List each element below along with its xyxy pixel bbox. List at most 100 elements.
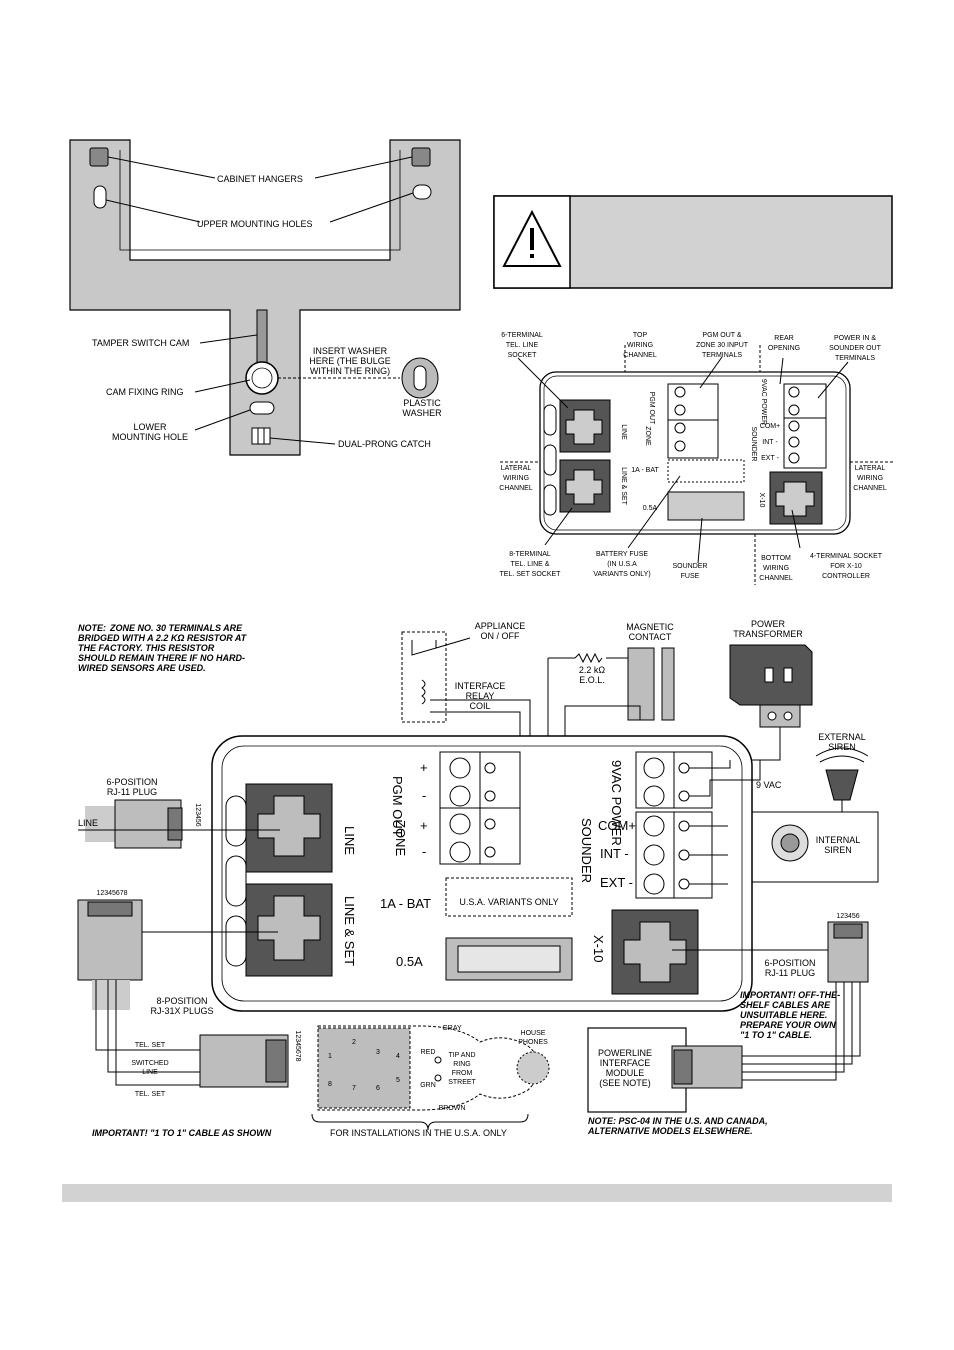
lbl-tel-line-2: TEL. LINE bbox=[506, 342, 539, 349]
lbl-power-term-1: POWER IN & bbox=[834, 335, 876, 342]
note-line-5: WIRED SENSORS ARE USED. bbox=[78, 663, 206, 673]
pgm-out-label: PGM OUT bbox=[390, 776, 405, 837]
label-upper-holes: UPPER MOUNTING HOLES bbox=[197, 219, 313, 229]
tip-4: STREET bbox=[448, 1079, 476, 1086]
wiring-diagram: NOTE: ZONE NO. 30 TERMINALS ARE BRIDGED … bbox=[77, 619, 879, 1138]
lbl-top-ch-3: CHANNEL bbox=[623, 352, 657, 359]
int-siren-2: SIREN bbox=[824, 845, 852, 855]
lbl-bot-ch-2: WIRING bbox=[763, 565, 789, 572]
label-insert-washer-2: HERE (THE BULGE bbox=[309, 356, 391, 366]
lbl-lat-l-3: CHANNEL bbox=[499, 485, 533, 492]
rj11r-1: 6-POSITION bbox=[764, 958, 815, 968]
magnetic-1: MAGNETIC bbox=[626, 622, 674, 632]
magnetic-2: CONTACT bbox=[629, 632, 672, 642]
label-insert-washer-1: INSERT WASHER bbox=[313, 346, 388, 356]
small-pgm-out: PGM OUT bbox=[648, 392, 655, 425]
rj11r-2: RJ-11 PLUG bbox=[765, 968, 815, 978]
usa-fuse-holder bbox=[445, 877, 573, 917]
module-2: INTERFACE bbox=[600, 1058, 651, 1068]
int-siren-1: INTERNAL bbox=[816, 835, 861, 845]
hanger-left bbox=[89, 147, 109, 167]
relay-2: RELAY bbox=[466, 691, 495, 701]
rj31x-2: RJ-31X PLUGS bbox=[150, 1006, 213, 1016]
offshelf-1: IMPORTANT! OFF-THE- bbox=[740, 990, 840, 1000]
resistor bbox=[574, 652, 603, 664]
lbl-x10-3: CONTROLLER bbox=[822, 573, 870, 580]
sounder-label: SOUNDER bbox=[579, 818, 594, 883]
jack-7: 7 bbox=[352, 1085, 356, 1092]
offshelf-3: UNSUITABLE HERE. bbox=[740, 1010, 827, 1020]
int-label: INT - bbox=[600, 846, 629, 861]
note-line-1: ZONE NO. 30 TERMINALS ARE bbox=[109, 623, 243, 633]
transformer-1: POWER bbox=[751, 619, 786, 629]
hanger-right bbox=[411, 147, 431, 167]
upper-hole-right bbox=[412, 184, 432, 200]
small-ext: EXT - bbox=[761, 455, 779, 462]
lbl-lat-r-1: LATERAL bbox=[855, 465, 886, 472]
transformer-2: TRANSFORMER bbox=[733, 629, 803, 639]
switched-2: LINE bbox=[142, 1069, 158, 1076]
rj11-line: LINE bbox=[78, 818, 98, 828]
rj11-pins-right: 123456 bbox=[836, 913, 859, 920]
offshelf-2: SHELF CABLES ARE bbox=[740, 1000, 831, 1010]
small-fuse: 0.5A bbox=[643, 505, 658, 512]
lbl-rear-2: OPENING bbox=[768, 345, 800, 352]
lbl-bot-ch-3: CHANNEL bbox=[759, 575, 793, 582]
lbl-pgm-term-1: PGM OUT & bbox=[702, 332, 741, 339]
tip-2: RING bbox=[453, 1061, 471, 1068]
grn-label: GRN bbox=[420, 1082, 436, 1089]
label-lower-hole-2: MOUNTING HOLE bbox=[112, 432, 188, 442]
tel-set-2: TEL. SET bbox=[135, 1091, 166, 1098]
small-line: LINE bbox=[620, 424, 627, 440]
lbl-bat-fuse-1: BATTERY FUSE bbox=[596, 551, 648, 558]
rj11-pins: 123456 bbox=[194, 803, 201, 826]
tip-1: TIP AND bbox=[448, 1052, 475, 1059]
magnetic-contact bbox=[627, 647, 655, 721]
warning-box bbox=[493, 195, 893, 289]
rj11-1: 6-POSITION bbox=[106, 777, 157, 787]
rj31x-1: 8-POSITION bbox=[156, 996, 207, 1006]
label-dual-prong: DUAL-PRONG CATCH bbox=[338, 439, 431, 449]
bat-label: 1A - BAT bbox=[380, 896, 431, 911]
small-vac-power: 9VAC POWER bbox=[760, 379, 767, 425]
jack-3: 3 bbox=[376, 1049, 380, 1056]
ext-siren-2: SIREN bbox=[828, 742, 856, 752]
small-x10: X-10 bbox=[758, 493, 765, 508]
label-tamper-cam: TAMPER SWITCH CAM bbox=[92, 338, 189, 348]
lbl-x10-1: 4-TERMINAL SOCKET bbox=[810, 553, 883, 560]
label-cam-ring: CAM FIXING RING bbox=[106, 387, 184, 397]
fuse-label: 0.5A bbox=[396, 954, 423, 969]
gray-label: GRAY bbox=[442, 1025, 462, 1032]
powerline-module bbox=[587, 1027, 687, 1113]
vac-label: 9 VAC bbox=[756, 780, 782, 790]
label-plastic-washer-1: PLASTIC bbox=[403, 398, 441, 408]
small-zone: ZONE bbox=[644, 426, 651, 446]
note-line-2: BRIDGED WITH A 2.2 KΩ RESISTOR AT bbox=[78, 633, 248, 643]
relay-1: INTERFACE bbox=[455, 681, 506, 691]
lbl-snd-fuse-1: SOUNDER bbox=[672, 563, 707, 570]
important-cable: IMPORTANT! "1 TO 1" CABLE AS SHOWN bbox=[92, 1128, 272, 1138]
upper-hole-left bbox=[93, 185, 107, 209]
zone-minus: - bbox=[422, 844, 426, 859]
board-overview: PGM OUT ZONE LINE LINE & SET 1A - BAT 0.… bbox=[499, 332, 895, 585]
main-line-label: LINE bbox=[342, 826, 357, 855]
house-2: PHONES bbox=[518, 1039, 548, 1046]
relay-box bbox=[401, 631, 447, 723]
dual-prong-catch bbox=[251, 427, 271, 445]
note-line-4: SHOULD REMAIN THERE IF NO HARD- bbox=[78, 653, 245, 663]
lbl-bat-fuse-3: VARIANTS ONLY) bbox=[593, 571, 650, 578]
lower-mounting-hole bbox=[249, 401, 275, 415]
zone-plus: + bbox=[420, 818, 428, 833]
relay-3: COIL bbox=[469, 701, 490, 711]
module-3: MODULE bbox=[606, 1068, 645, 1078]
offshelf-5: "1 TO 1" CABLE. bbox=[740, 1030, 812, 1040]
module-4: (SEE NOTE) bbox=[599, 1078, 651, 1088]
brown-label: BROWN bbox=[439, 1105, 466, 1112]
small-bat: 1A - BAT bbox=[631, 467, 659, 474]
tamper-cam bbox=[256, 309, 268, 366]
lbl-lat-r-3: CHANNEL bbox=[853, 485, 887, 492]
external-siren bbox=[825, 769, 859, 801]
lbl-line-set-1: 8-TERMINAL bbox=[509, 551, 551, 558]
red-label: RED bbox=[421, 1049, 436, 1056]
